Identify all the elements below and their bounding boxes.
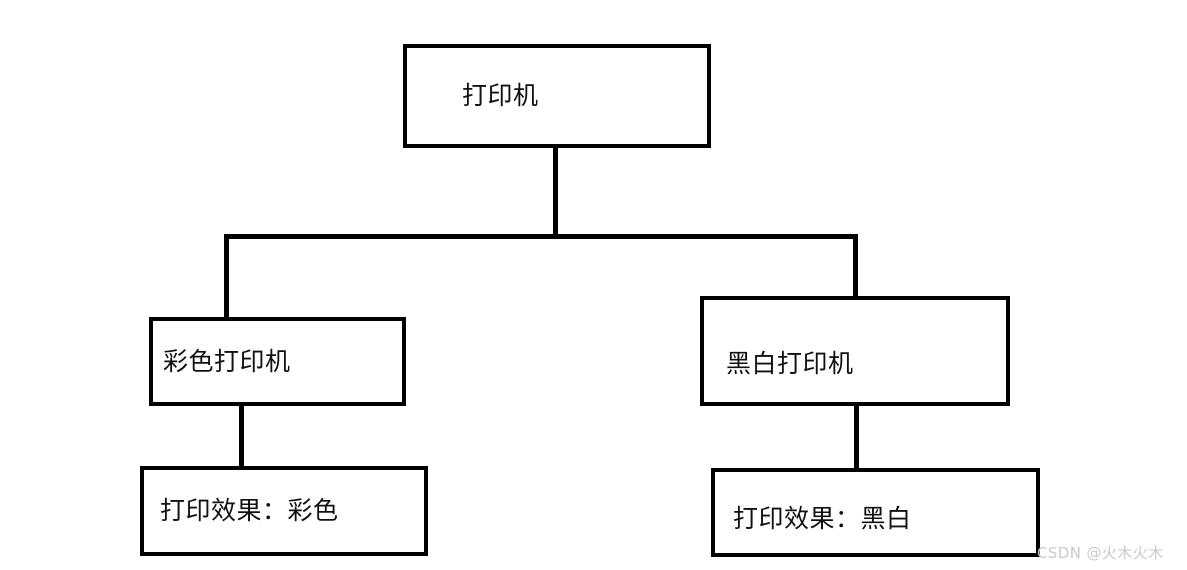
node-color-printer-label: 彩色打印机 [163,346,291,376]
connector-horizontal-bus [224,234,858,239]
connector-mono-to-effect [854,404,859,470]
node-printer-label: 打印机 [462,81,539,111]
connector-drop-to-mono [853,234,858,298]
node-printer[interactable]: 打印机 [403,44,711,148]
node-effect-color-label: 打印效果：彩色 [160,496,339,526]
node-effect-mono[interactable]: 打印效果：黑白 [711,468,1040,557]
node-effect-color[interactable]: 打印效果：彩色 [140,466,428,556]
connector-color-to-effect [239,404,244,468]
connector-drop-to-color [224,234,229,319]
connector-root-stem [553,147,558,239]
node-effect-mono-label: 打印效果：黑白 [733,503,912,533]
node-color-printer[interactable]: 彩色打印机 [149,317,406,406]
node-mono-printer[interactable]: 黑白打印机 [700,296,1010,406]
csdn-watermark: CSDN @火木火木 [1037,544,1164,562]
node-mono-printer-label: 黑白打印机 [726,349,854,379]
